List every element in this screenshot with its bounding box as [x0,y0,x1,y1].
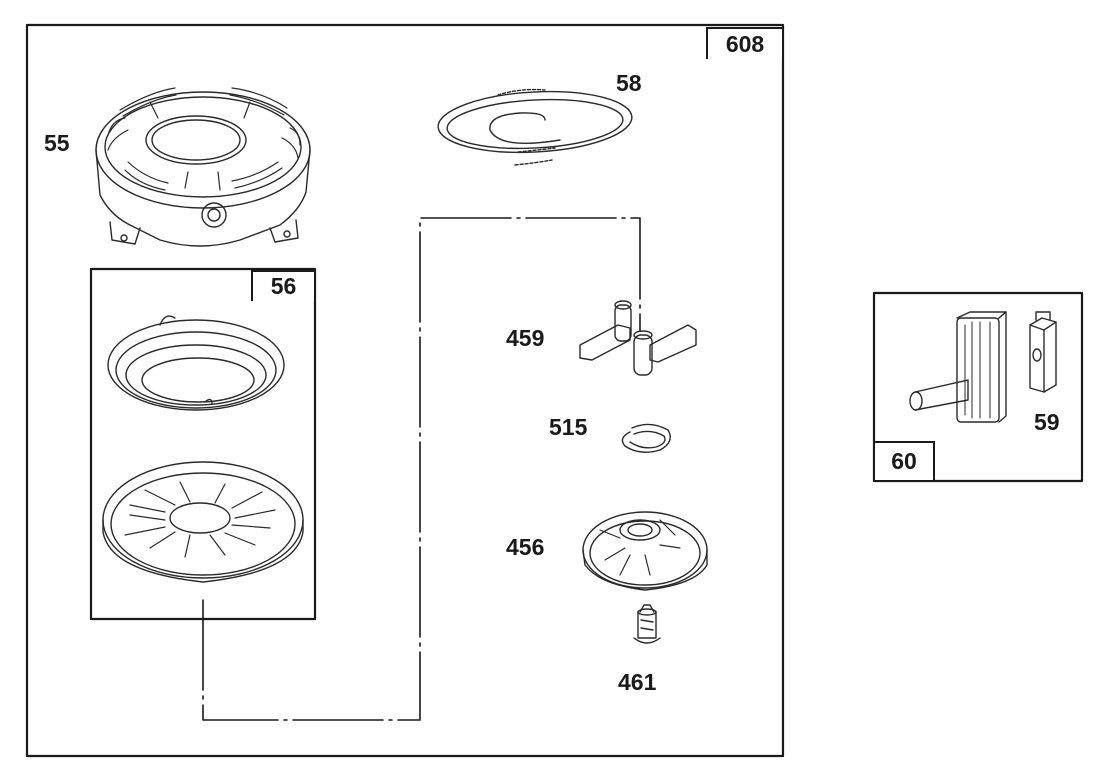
pawl-callout: 459 [506,325,545,351]
recoil-spring-drawing [107,315,285,411]
housing-callout: 55 [44,130,70,156]
screw-callout: 461 [618,669,657,695]
handle-kit-frame [872,291,1084,483]
handle-drawing [909,311,1057,423]
handle-kit-number-tag: 60 [875,441,935,480]
pulley-callout: 456 [506,534,545,560]
assembly-leader-lines [202,217,641,721]
assembly-number-tag: 608 [706,27,782,59]
recoil-kit-frame [89,267,317,621]
rope-callout: 58 [616,70,642,96]
pulley-drawing [582,511,708,591]
clip-drawing [621,423,671,453]
recoil-kit-number-tag: 56 [251,270,314,301]
kit-pulley-drawing [102,461,304,583]
housing-drawing [95,87,311,247]
rope-drawing [437,88,633,166]
clip-callout: 515 [549,414,588,440]
pawl-drawing [579,300,697,376]
assembly-frame [25,23,785,758]
screw-drawing [633,604,661,644]
handle-callout: 59 [1034,409,1060,435]
